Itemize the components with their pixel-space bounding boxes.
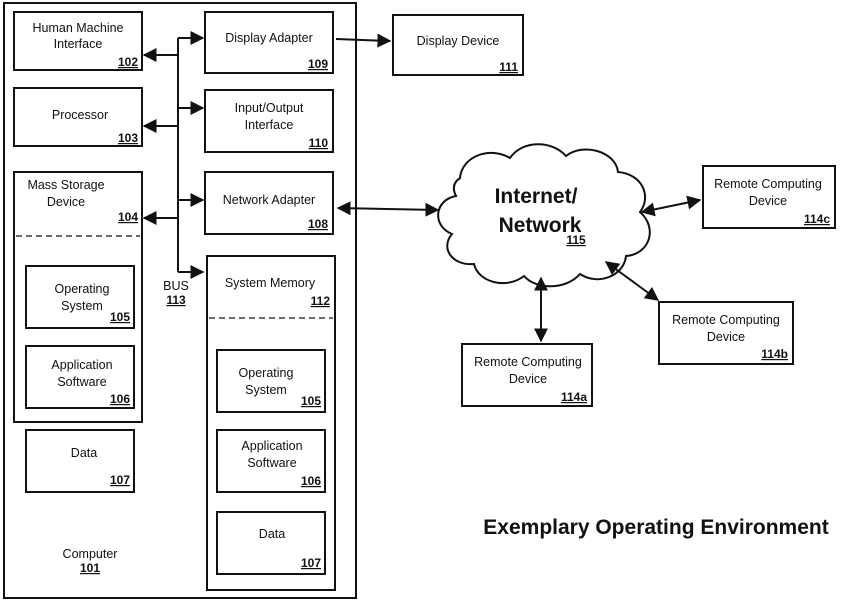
- remote-device-c-label-line1: Remote Computing: [714, 177, 822, 191]
- hmi-label-line1: Human Machine: [32, 21, 123, 35]
- system-memory-data-label: Data: [259, 527, 285, 541]
- system-memory-os-label-line1: Operating: [239, 366, 294, 380]
- system-memory-app-label-line1: Application: [241, 439, 302, 453]
- mass-storage-app-box: Application Software 106: [26, 346, 134, 408]
- remote-device-a-label-line2: Device: [509, 372, 547, 386]
- system-memory-label: System Memory: [225, 276, 316, 290]
- system-memory-os-box: Operating System 105: [217, 350, 325, 412]
- hmi-number: 102: [118, 55, 138, 69]
- mass-storage-data-label: Data: [71, 446, 97, 460]
- processor-box: Processor 103: [14, 88, 142, 146]
- remote-device-b-box: Remote Computing Device 114b: [659, 302, 793, 364]
- system-memory-os-number: 105: [301, 394, 321, 408]
- io-interface-box: Input/Output Interface 110: [205, 90, 333, 152]
- mass-storage-number: 104: [118, 210, 138, 224]
- mass-storage-os-label-line2: System: [61, 299, 103, 313]
- mass-storage-data-box: Data 107: [26, 430, 134, 492]
- remote-device-c-label-line2: Device: [749, 194, 787, 208]
- remote-device-a-number: 114a: [561, 390, 587, 404]
- network-adapter-box: Network Adapter 108: [205, 172, 333, 234]
- system-memory-box: System Memory 112 Operating System 105 A…: [207, 256, 335, 590]
- bus-label: BUS: [163, 279, 189, 293]
- bus-number: 113: [166, 293, 186, 307]
- display-device-label: Display Device: [417, 34, 500, 48]
- display-adapter-box: Display Adapter 109: [205, 12, 333, 73]
- diagram-caption: Exemplary Operating Environment: [483, 516, 828, 539]
- network-number: 115: [566, 233, 586, 247]
- io-interface-number: 110: [309, 136, 329, 150]
- system-memory-app-label-line2: Software: [247, 456, 296, 470]
- remote-device-a-label-line1: Remote Computing: [474, 355, 582, 369]
- mass-storage-label-line1: Mass Storage: [27, 178, 104, 192]
- io-interface-label-line2: Interface: [245, 118, 294, 132]
- remote-device-b-number: 114b: [761, 347, 788, 361]
- hmi-box: Human Machine Interface 102: [14, 12, 142, 70]
- network-adapter-label: Network Adapter: [223, 193, 315, 207]
- mass-storage-app-label-line1: Application: [51, 358, 112, 372]
- processor-label: Processor: [52, 108, 108, 122]
- mass-storage-app-number: 106: [110, 392, 130, 406]
- network-to-remote-b-arrow: [606, 262, 658, 300]
- processor-number: 103: [118, 131, 138, 145]
- display-device-number: 111: [499, 60, 518, 74]
- remote-device-b-label-line1: Remote Computing: [672, 313, 780, 327]
- system-memory-app-box: Application Software 106: [217, 430, 325, 492]
- display-adapter-number: 109: [308, 57, 328, 71]
- hmi-label-line2: Interface: [54, 37, 103, 51]
- mass-storage-os-number: 105: [110, 310, 130, 324]
- system-memory-number: 112: [311, 294, 331, 308]
- computer-number: 101: [80, 561, 100, 575]
- mass-storage-data-number: 107: [110, 473, 130, 487]
- mass-storage-os-box: Operating System 105: [26, 266, 134, 328]
- network-adapter-number: 108: [308, 217, 328, 231]
- computer-label: Computer: [63, 547, 118, 561]
- remote-device-a-box: Remote Computing Device 114a: [462, 344, 592, 406]
- system-memory-os-label-line2: System: [245, 383, 287, 397]
- network-to-remote-c-arrow: [642, 200, 700, 212]
- remote-device-c-box: Remote Computing Device 114c: [703, 166, 835, 228]
- mass-storage-os-label-line1: Operating: [55, 282, 110, 296]
- io-interface-label-line1: Input/Output: [235, 101, 304, 115]
- system-memory-data-box: Data 107: [217, 512, 325, 574]
- system-memory-app-number: 106: [301, 474, 321, 488]
- mass-storage-label-line2: Device: [47, 195, 85, 209]
- mass-storage-box: Mass Storage Device 104 Operating System…: [14, 172, 142, 492]
- network-label-line1: Internet/: [495, 185, 578, 208]
- remote-device-c-number: 114c: [804, 212, 830, 226]
- mass-storage-app-label-line2: Software: [57, 375, 106, 389]
- remote-device-b-label-line2: Device: [707, 330, 745, 344]
- display-adapter-label: Display Adapter: [225, 31, 313, 45]
- display-device-box: Display Device 111: [393, 15, 523, 75]
- system-memory-data-number: 107: [301, 556, 321, 570]
- network-cloud: Internet/ Network 115: [438, 144, 650, 286]
